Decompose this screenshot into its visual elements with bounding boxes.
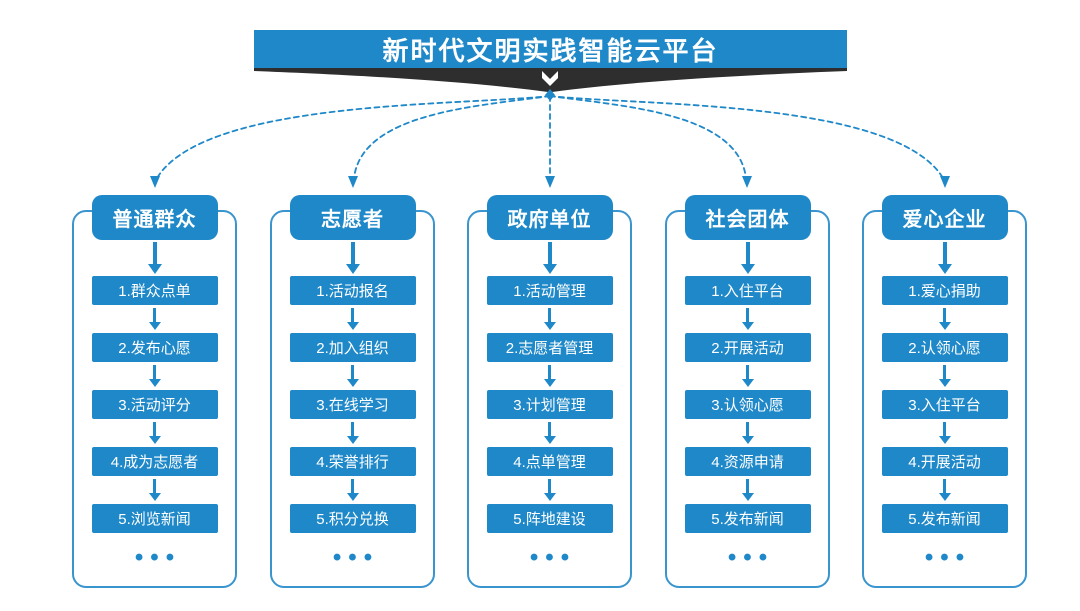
column-flow: 1.群众点单 2.发布心愿 3.活动评分 4.成为志愿者 5.浏览新闻 ••• bbox=[74, 212, 235, 571]
arrow-down-icon bbox=[938, 365, 951, 387]
ellipsis: ••• bbox=[529, 544, 577, 571]
step-box: 1.群众点单 bbox=[91, 276, 218, 305]
arrowhead-icon bbox=[940, 176, 950, 188]
arrow-down-icon bbox=[147, 240, 162, 276]
step-box: 4.荣誉排行 bbox=[289, 447, 416, 476]
arrow-down-icon bbox=[740, 240, 755, 276]
column-volunteer: 志愿者 1.活动报名 2.加入组织 3.在线学习 4.荣誉排行 5.积分兑换 •… bbox=[270, 195, 435, 588]
step-box: 2.开展活动 bbox=[684, 333, 811, 362]
step-box: 1.活动管理 bbox=[486, 276, 613, 305]
step-box: 4.成为志愿者 bbox=[91, 447, 218, 476]
column-header: 爱心企业 bbox=[881, 195, 1008, 240]
column-flow: 1.入住平台 2.开展活动 3.认领心愿 4.资源申请 5.发布新闻 ••• bbox=[667, 212, 828, 571]
arrow-down-icon bbox=[938, 479, 951, 501]
arrowhead-icon bbox=[742, 176, 752, 188]
step-box: 3.认领心愿 bbox=[684, 390, 811, 419]
ellipsis: ••• bbox=[332, 544, 380, 571]
arrow-down-icon bbox=[543, 308, 556, 330]
step-box: 3.计划管理 bbox=[486, 390, 613, 419]
step-box: 2.加入组织 bbox=[289, 333, 416, 362]
step-box: 5.积分兑换 bbox=[289, 504, 416, 533]
ellipsis: ••• bbox=[727, 544, 775, 571]
arrow-down-icon bbox=[346, 308, 359, 330]
arrow-down-icon bbox=[148, 365, 161, 387]
platform-title-banner: 新时代文明实践智能云平台 bbox=[254, 30, 847, 68]
arrowhead-icon bbox=[545, 176, 555, 188]
arrow-down-icon bbox=[346, 479, 359, 501]
column-header: 普通群众 bbox=[91, 195, 218, 240]
column-flow: 1.活动管理 2.志愿者管理 3.计划管理 4.点单管理 5.阵地建设 ••• bbox=[469, 212, 630, 571]
step-box: 1.爱心捐助 bbox=[881, 276, 1008, 305]
arrow-down-icon bbox=[148, 308, 161, 330]
arrow-down-icon bbox=[346, 365, 359, 387]
arrow-down-icon bbox=[741, 365, 754, 387]
column-header: 社会团体 bbox=[684, 195, 811, 240]
arrow-down-icon bbox=[346, 422, 359, 444]
arrowhead-icon bbox=[348, 176, 358, 188]
chevron-down-icon bbox=[542, 71, 558, 86]
arrow-down-icon bbox=[542, 240, 557, 276]
step-box: 1.活动报名 bbox=[289, 276, 416, 305]
step-box: 2.发布心愿 bbox=[91, 333, 218, 362]
arrow-down-icon bbox=[741, 422, 754, 444]
step-box: 4.点单管理 bbox=[486, 447, 613, 476]
step-box: 5.浏览新闻 bbox=[91, 504, 218, 533]
column-header: 志愿者 bbox=[289, 195, 416, 240]
step-box: 4.开展活动 bbox=[881, 447, 1008, 476]
step-box: 3.在线学习 bbox=[289, 390, 416, 419]
column-charity-enterprise: 爱心企业 1.爱心捐助 2.认领心愿 3.入住平台 4.开展活动 5.发布新闻 … bbox=[862, 195, 1027, 588]
step-box: 4.资源申请 bbox=[684, 447, 811, 476]
step-box: 3.入住平台 bbox=[881, 390, 1008, 419]
arrowhead-icon bbox=[150, 176, 160, 188]
arrow-down-icon bbox=[148, 479, 161, 501]
connector-line-4 bbox=[549, 95, 747, 179]
platform-title: 新时代文明实践智能云平台 bbox=[382, 35, 719, 66]
arrow-down-icon bbox=[938, 422, 951, 444]
column-header: 政府单位 bbox=[486, 195, 613, 240]
column-flow: 1.爱心捐助 2.认领心愿 3.入住平台 4.开展活动 5.发布新闻 ••• bbox=[864, 212, 1025, 571]
step-box: 3.活动评分 bbox=[91, 390, 218, 419]
connector-line-5 bbox=[549, 95, 944, 179]
connector-line-2 bbox=[353, 95, 551, 179]
ellipsis: ••• bbox=[924, 544, 972, 571]
step-box: 5.阵地建设 bbox=[486, 504, 613, 533]
step-box: 1.入住平台 bbox=[684, 276, 811, 305]
column-general-public: 普通群众 1.群众点单 2.发布心愿 3.活动评分 4.成为志愿者 5.浏览新闻… bbox=[72, 195, 237, 588]
arrow-down-icon bbox=[345, 240, 360, 276]
connector-line-1 bbox=[156, 95, 551, 179]
step-box: 2.志愿者管理 bbox=[486, 333, 613, 362]
step-box: 2.认领心愿 bbox=[881, 333, 1008, 362]
banner-ribbon bbox=[254, 62, 847, 94]
column-flow: 1.活动报名 2.加入组织 3.在线学习 4.荣誉排行 5.积分兑换 ••• bbox=[272, 212, 433, 571]
arrow-down-icon bbox=[741, 308, 754, 330]
step-box: 5.发布新闻 bbox=[881, 504, 1008, 533]
hub-diamond-icon bbox=[545, 89, 555, 101]
ellipsis: ••• bbox=[134, 544, 182, 571]
arrow-down-icon bbox=[543, 479, 556, 501]
column-social-organization: 社会团体 1.入住平台 2.开展活动 3.认领心愿 4.资源申请 5.发布新闻 … bbox=[665, 195, 830, 588]
arrow-down-icon bbox=[937, 240, 952, 276]
column-government-unit: 政府单位 1.活动管理 2.志愿者管理 3.计划管理 4.点单管理 5.阵地建设… bbox=[467, 195, 632, 588]
arrow-down-icon bbox=[148, 422, 161, 444]
arrow-down-icon bbox=[543, 422, 556, 444]
arrow-down-icon bbox=[938, 308, 951, 330]
arrow-down-icon bbox=[741, 479, 754, 501]
arrow-down-icon bbox=[543, 365, 556, 387]
step-box: 5.发布新闻 bbox=[684, 504, 811, 533]
